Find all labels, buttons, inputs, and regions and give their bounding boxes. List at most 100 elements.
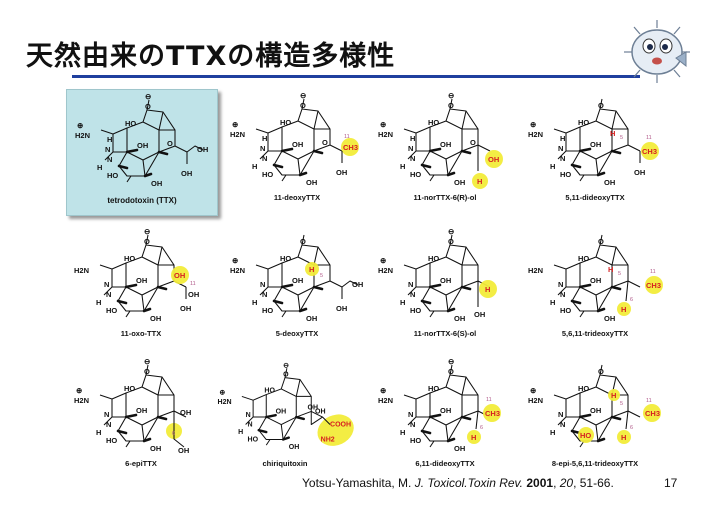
atom-plus: ⊕ bbox=[76, 386, 83, 395]
highlight-marker bbox=[472, 173, 488, 189]
compound-card-chiriquitoxin: OH OH COOH NH2 ⊖ O HO ⊕ H2N N N H OH HO … bbox=[210, 355, 360, 480]
position-number: 11 bbox=[344, 134, 350, 140]
highlight-marker bbox=[608, 389, 620, 401]
atom-o: O bbox=[144, 367, 150, 376]
atom-h2n: H2N bbox=[378, 396, 393, 405]
atom-n: N bbox=[248, 421, 253, 428]
atom-h: H bbox=[550, 428, 555, 437]
atom-ho: HO bbox=[578, 254, 589, 263]
highlight-marker bbox=[485, 150, 503, 168]
atom-plus: ⊕ bbox=[77, 121, 84, 130]
atom-ch3: CH3 bbox=[645, 409, 660, 418]
structure-11-norttx-6s-ol: H OH ⊖ O HO ⊕ H2N N N H OH HO OH bbox=[378, 227, 497, 323]
atom-n: N bbox=[262, 290, 267, 299]
slide-title: 天然由来のTTXの構造多様性 bbox=[26, 41, 396, 72]
atom-h: H bbox=[410, 134, 415, 143]
atom-oh: OH bbox=[336, 304, 347, 313]
atom-oh: OH bbox=[289, 444, 300, 451]
citation-authors: Yotsu-Yamashita, M. bbox=[302, 476, 412, 490]
atom-ho: HO bbox=[280, 254, 291, 263]
atom-o: O bbox=[144, 237, 150, 246]
compound-name: 11-deoxyTTX bbox=[273, 193, 321, 202]
atom-h: H bbox=[485, 285, 490, 294]
atom-plus: ⊕ bbox=[219, 390, 225, 397]
position-number: 11 bbox=[646, 135, 652, 141]
atom-n: N bbox=[558, 144, 563, 153]
atom-ho: HO bbox=[106, 306, 117, 315]
compound-card-ttx: ⊖ O HO ⊕ H2N H N N H OH O HO OH OH OH te… bbox=[66, 89, 218, 216]
atom-ho: HO bbox=[410, 170, 421, 179]
atom-plus: ⊕ bbox=[380, 386, 387, 395]
atom-h: H bbox=[107, 135, 112, 144]
atom-h: H bbox=[252, 162, 257, 171]
compound-card-8-epi-5-6-11-trideoxyttx: H 5 11 CH3 6 H HO O HO ⊕ H2N N N H OH 8-… bbox=[520, 355, 670, 480]
atom-ho: HO bbox=[560, 306, 571, 315]
atom-o: O bbox=[448, 101, 454, 110]
highlight-marker bbox=[643, 404, 661, 422]
position-number: 5 bbox=[618, 271, 621, 277]
atom-h: H bbox=[400, 162, 405, 171]
atom-oh: OH bbox=[306, 178, 317, 187]
citation-journal: J. Toxicol.Toxin Rev. bbox=[414, 476, 524, 490]
compound-name: 11-norTTX-6(S)-ol bbox=[413, 329, 477, 338]
compound-name: tetrodotoxin (TTX) bbox=[107, 196, 177, 205]
position-number: 5 bbox=[320, 273, 323, 279]
citation-pages: , 51-66. bbox=[573, 476, 614, 490]
atom-n: N bbox=[106, 290, 111, 299]
atom-o: O bbox=[448, 237, 454, 246]
structure-8-epi-5-6-11-trideoxyttx: H 5 11 CH3 6 H HO O HO ⊕ H2N N N H OH bbox=[528, 363, 661, 449]
atom-oh: OH bbox=[440, 140, 451, 149]
atom-o: O bbox=[448, 367, 454, 376]
position-number: 6 bbox=[630, 297, 633, 303]
position-number: 11 bbox=[486, 397, 492, 403]
atom-plus: ⊕ bbox=[232, 120, 239, 129]
highlight-marker bbox=[479, 280, 497, 298]
atom-n: N bbox=[260, 280, 265, 289]
atom-h: H bbox=[471, 433, 476, 442]
compound-name: 11-norTTX-6(R)-ol bbox=[413, 193, 477, 202]
atom-ch3: CH3 bbox=[343, 143, 358, 152]
atom-ho: HO bbox=[580, 431, 591, 440]
position-number: 6 bbox=[172, 431, 175, 437]
atom-oh: OH bbox=[454, 178, 465, 187]
atom-h: H bbox=[560, 134, 565, 143]
atom-oh: OH bbox=[178, 446, 189, 455]
position-number: 6 bbox=[630, 425, 633, 431]
atom-h2n: H2N bbox=[528, 266, 543, 275]
structure-11-oxo-ttx: OH 11 OH ⊖ O HO H2N N N H OH HO OH OH bbox=[74, 227, 199, 323]
atom-oh: OH bbox=[150, 444, 161, 453]
atom-h: H bbox=[252, 298, 257, 307]
page-number: 17 bbox=[664, 476, 678, 490]
atom-oh: OH bbox=[197, 145, 208, 154]
structure-5-11-dideoxyttx: H 5 11 CH3 O HO ⊕ H2N H N N H OH HO OH O… bbox=[528, 97, 659, 187]
atom-h2n: H2N bbox=[74, 266, 89, 275]
atom-n: N bbox=[408, 280, 413, 289]
atom-oh: OH bbox=[590, 140, 601, 149]
atom-oh: OH bbox=[454, 444, 465, 453]
atom-ho: HO bbox=[428, 118, 439, 127]
atom-oh: OH bbox=[440, 406, 451, 415]
atom-oh: OH bbox=[634, 168, 645, 177]
atom-minus: ⊖ bbox=[448, 357, 455, 366]
atom-oh: OH bbox=[454, 314, 465, 323]
citation-year: 2001 bbox=[526, 476, 554, 490]
atom-ho: HO bbox=[428, 384, 439, 393]
compound-card-5-11-dideoxyttx: H 5 11 CH3 O HO ⊕ H2N H N N H OH HO OH O… bbox=[520, 89, 670, 214]
highlight-marker bbox=[641, 142, 659, 160]
highlight-marker bbox=[617, 302, 631, 316]
atom-ho: HO bbox=[560, 170, 571, 179]
atom-h: H bbox=[621, 433, 626, 442]
atom-oh: OH bbox=[474, 310, 485, 319]
atom-h: H bbox=[238, 429, 243, 436]
atom-ho: HO bbox=[124, 384, 135, 393]
compound-card-11-deoxyttx: 11 CH3 ⊖ O HO ⊕ H2N H N N H OH O HO OH O… bbox=[222, 89, 372, 214]
atom-h2n: H2N bbox=[230, 130, 245, 139]
atom-oh: OH bbox=[306, 314, 317, 323]
compound-name: 11-oxo-TTX bbox=[120, 329, 162, 338]
atom-oh: OH bbox=[352, 280, 363, 289]
compound-name: 5-deoxyTTX bbox=[275, 329, 319, 338]
compound-card-11-oxo-ttx: OH 11 OH ⊖ O HO H2N N N H OH HO OH OH 11… bbox=[66, 225, 216, 350]
atom-minus: ⊖ bbox=[283, 362, 289, 369]
atom-o: O bbox=[283, 372, 289, 379]
atom-oh: OH bbox=[292, 140, 303, 149]
